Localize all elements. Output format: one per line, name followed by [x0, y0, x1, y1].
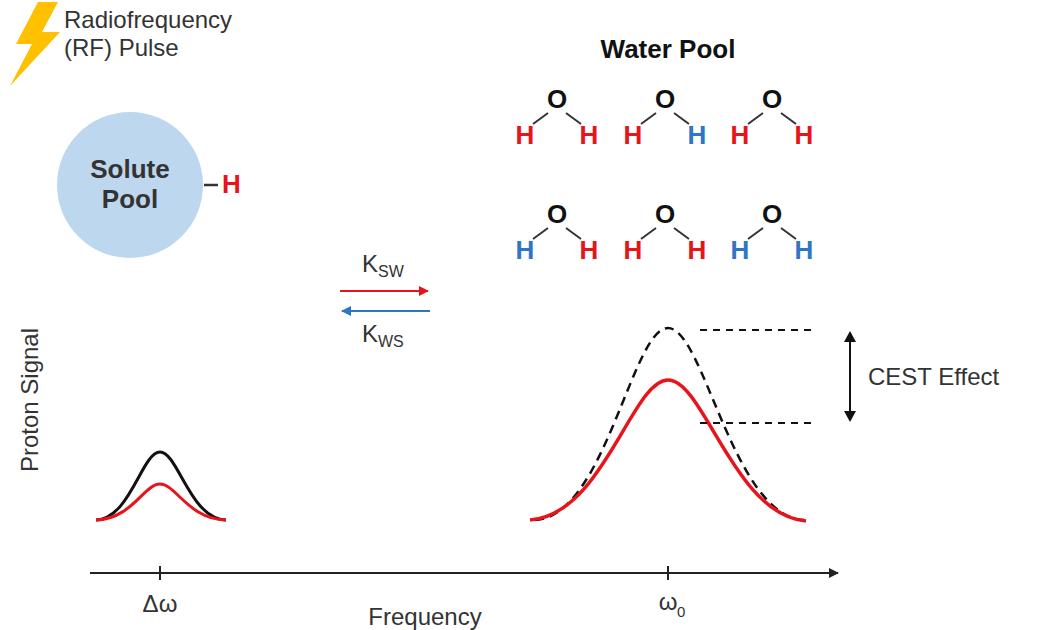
- bond-line: [781, 113, 796, 124]
- guide-line: [700, 329, 812, 331]
- axis-tick-label: ω: [659, 588, 678, 616]
- bond-line: [204, 184, 218, 187]
- oxygen-atom: O: [547, 85, 567, 115]
- exchange-arrow: [342, 310, 430, 312]
- bond-line: [641, 228, 656, 239]
- lightning-bolt: [10, 2, 60, 86]
- pool-heading: Water Pool: [601, 35, 736, 65]
- hydrogen-atom: H: [624, 121, 643, 151]
- oxygen-atom: O: [762, 200, 782, 230]
- double-arrow: [849, 340, 851, 413]
- pool-circle: Solute Pool: [57, 112, 203, 258]
- spectrum-peak: [535, 328, 804, 520]
- effect-label: CEST Effect: [868, 363, 999, 391]
- bond-line: [533, 228, 548, 239]
- spectrum-peak: [96, 452, 226, 520]
- axis-tick: [667, 566, 669, 580]
- bond-line: [748, 113, 763, 124]
- frequency-axis: [90, 572, 838, 574]
- bond-line: [748, 228, 763, 239]
- hydrogen-atom: H: [688, 121, 707, 151]
- bond-line: [674, 228, 689, 239]
- bond-line: [674, 113, 689, 124]
- proton-label: H: [222, 170, 241, 200]
- guide-line: [700, 422, 812, 424]
- axis-title: Proton Signal: [16, 328, 44, 472]
- bond-line: [566, 228, 581, 239]
- oxygen-atom: O: [547, 200, 567, 230]
- hydrogen-atom: H: [795, 236, 814, 266]
- hydrogen-atom: H: [624, 236, 643, 266]
- exchange-arrow: [340, 290, 428, 292]
- hydrogen-atom: H: [688, 236, 707, 266]
- hydrogen-atom: H: [516, 236, 535, 266]
- bond-line: [641, 113, 656, 124]
- pulse-label: Radiofrequency (RF) Pulse: [64, 6, 264, 61]
- axis-subscript: 0: [677, 603, 685, 620]
- double-arrow-head: [844, 331, 856, 422]
- spectrum-peak: [530, 380, 806, 521]
- rate-symbol: K: [362, 320, 378, 348]
- bond-line: [533, 113, 548, 124]
- hydrogen-atom: H: [516, 121, 535, 151]
- axis-tick-label: Δω: [143, 590, 178, 618]
- hydrogen-atom: H: [580, 121, 599, 151]
- hydrogen-atom: H: [731, 236, 750, 266]
- rate-subscript: WS: [378, 333, 404, 351]
- oxygen-atom: O: [655, 85, 675, 115]
- hydrogen-atom: H: [795, 121, 814, 151]
- hydrogen-atom: H: [731, 121, 750, 151]
- bond-line: [566, 113, 581, 124]
- rate-subscript: SW: [378, 263, 404, 281]
- bond-line: [781, 228, 796, 239]
- spectrum-peak: [96, 484, 226, 520]
- rate-symbol: K: [362, 250, 378, 278]
- oxygen-atom: O: [762, 85, 782, 115]
- axis-title: Frequency: [368, 603, 481, 630]
- axis-tick: [159, 566, 161, 580]
- oxygen-atom: O: [655, 200, 675, 230]
- hydrogen-atom: H: [580, 236, 599, 266]
- node-title: Solute Pool: [77, 155, 182, 215]
